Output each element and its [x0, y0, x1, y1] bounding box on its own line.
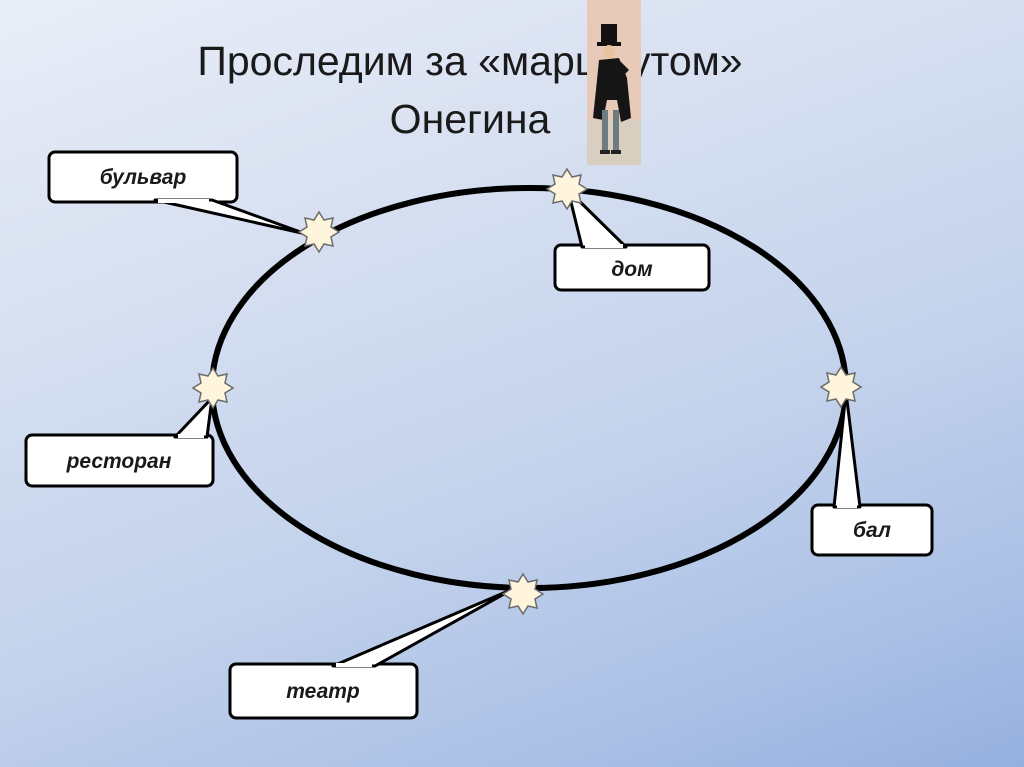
callout-box — [47, 150, 239, 204]
callout-label: бульвар — [100, 166, 187, 189]
callout-pointer — [832, 390, 862, 509]
callout-label: ресторан — [66, 450, 172, 473]
callout-label: дом — [611, 258, 653, 281]
callout-box — [553, 243, 711, 292]
title-line-2: Онегина — [389, 96, 551, 142]
title-line-1: Проследим за «маршрутом» — [197, 38, 743, 84]
star-marker-teatr — [501, 572, 545, 616]
callout-restoran: ресторан — [24, 396, 215, 488]
callout-box — [228, 662, 419, 720]
man-in-top-hat-illustration — [587, 0, 641, 165]
slide-title: Проследим за «маршрутом» Онегина — [0, 32, 940, 148]
star-marker-bal — [819, 365, 863, 409]
callout-bal: бал — [810, 390, 934, 557]
callout-pointer — [153, 198, 308, 236]
callout-label: театр — [286, 680, 360, 703]
star-marker-restoran — [191, 366, 235, 410]
callout-dom: дом — [553, 188, 711, 292]
callout-label: бал — [853, 519, 891, 542]
star-marker-dom — [545, 167, 589, 211]
star-marker-bulvar — [297, 210, 341, 254]
route-ellipse — [209, 185, 849, 591]
callout-teatr: театр — [228, 586, 517, 720]
callout-box — [24, 433, 215, 488]
callout-box — [810, 503, 934, 557]
callout-pointer — [331, 586, 517, 668]
callout-bulvar: бульвар — [47, 150, 308, 236]
callout-pointer — [173, 396, 214, 439]
